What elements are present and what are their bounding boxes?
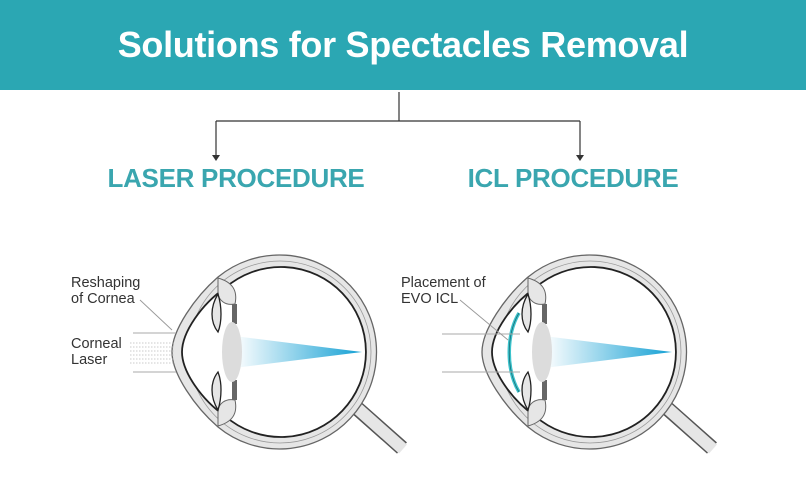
reshaping-cornea-label: Reshaping of Cornea	[71, 275, 140, 307]
laser-eye-illustration	[130, 255, 403, 449]
evo-icl-label: Placement of EVO ICL	[401, 275, 486, 307]
label-line: Laser	[71, 352, 108, 368]
arrow-down-icon	[212, 155, 220, 161]
page-title: Solutions for Spectacles Removal	[117, 24, 689, 65]
icl-procedure-heading: ICL PROCEDURE	[467, 163, 679, 193]
label-line: Reshaping	[71, 275, 141, 291]
connector-lines	[212, 92, 584, 161]
corneal-laser-label: Corneal Laser	[71, 336, 122, 368]
label-line: Corneal	[71, 336, 122, 352]
arrow-down-icon	[576, 155, 584, 161]
label-line: of Cornea	[71, 291, 135, 307]
laser-procedure-heading: LASER PROCEDURE	[107, 163, 365, 193]
label-line: EVO ICL	[401, 291, 459, 307]
icl-eye-illustration	[442, 255, 713, 449]
title-banner: Solutions for Spectacles Removal	[0, 0, 806, 90]
label-line: Placement of	[401, 275, 486, 291]
